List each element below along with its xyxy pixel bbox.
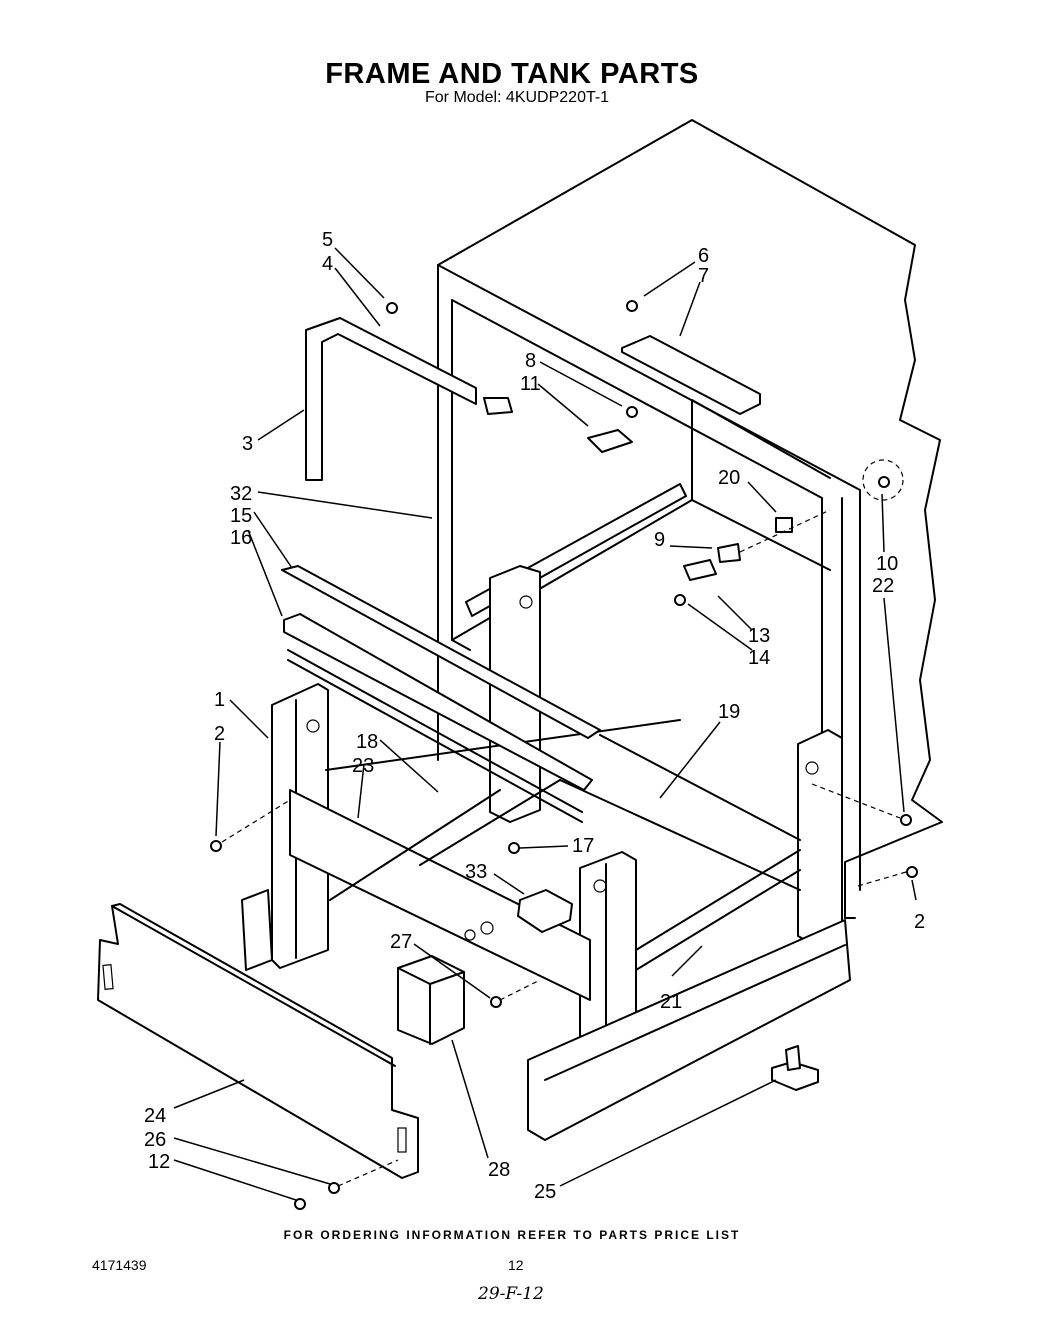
callout-1: 1	[214, 689, 225, 711]
callout-labels: 5 4 6 7 8 11 3 32 15 16 20 9 10 22 13 14…	[144, 229, 925, 1203]
base-side-rail	[527, 919, 851, 1141]
callout-22: 22	[872, 575, 894, 597]
cross-frame-members	[289, 719, 801, 1001]
hinge-hardware	[683, 509, 831, 581]
callout-7: 7	[698, 265, 709, 287]
front-rails	[281, 565, 601, 823]
mounting-bracket	[621, 335, 761, 415]
callout-27: 27	[390, 931, 412, 953]
callout-2: 2	[214, 723, 225, 745]
small-clip	[587, 429, 633, 453]
callout-23: 23	[352, 755, 374, 777]
screws	[210, 300, 918, 1210]
callout-33: 33	[465, 861, 487, 883]
cushion-block	[517, 889, 573, 933]
callout-16: 16	[230, 527, 252, 549]
callout-2b: 2	[914, 911, 925, 933]
kick-plate-panel	[97, 903, 419, 1179]
rear-right-upright	[797, 729, 843, 945]
top-trim-strip	[305, 317, 513, 481]
callout-32: 32	[230, 483, 252, 505]
ordering-info-note: FOR ORDERING INFORMATION REFER TO PARTS …	[283, 1228, 741, 1242]
callout-12: 12	[148, 1151, 170, 1173]
page-title: FRAME AND TANK PARTS	[325, 58, 699, 90]
callout-18: 18	[356, 731, 378, 753]
callout-24: 24	[144, 1105, 166, 1127]
leveling-leg	[771, 1045, 819, 1091]
callout-25: 25	[534, 1181, 556, 1203]
leader-arrows	[173, 247, 917, 1201]
callout-10: 10	[876, 553, 898, 575]
callout-13: 13	[748, 625, 770, 647]
callout-9: 9	[654, 529, 665, 551]
inner-rail	[465, 483, 687, 617]
model-subtitle: For Model: 4KUDP220T-1	[425, 89, 610, 106]
callout-19: 19	[718, 701, 740, 723]
document-number: 4171439	[92, 1257, 147, 1273]
callout-21: 21	[660, 991, 682, 1013]
junction-box	[397, 955, 465, 1045]
callout-28: 28	[488, 1159, 510, 1181]
callout-14: 14	[748, 647, 770, 669]
callout-8: 8	[525, 350, 536, 372]
callout-20: 20	[718, 467, 740, 489]
callout-15: 15	[230, 505, 252, 527]
callout-11: 11	[520, 373, 541, 395]
callout-3: 3	[242, 433, 253, 455]
callout-5: 5	[322, 229, 333, 251]
page-number: 12	[508, 1257, 524, 1273]
handwritten-note: 29-F-12	[478, 1284, 544, 1304]
callout-26: 26	[144, 1129, 166, 1151]
callout-6: 6	[698, 245, 709, 267]
callout-4: 4	[322, 253, 333, 275]
callout-17: 17	[572, 835, 594, 857]
